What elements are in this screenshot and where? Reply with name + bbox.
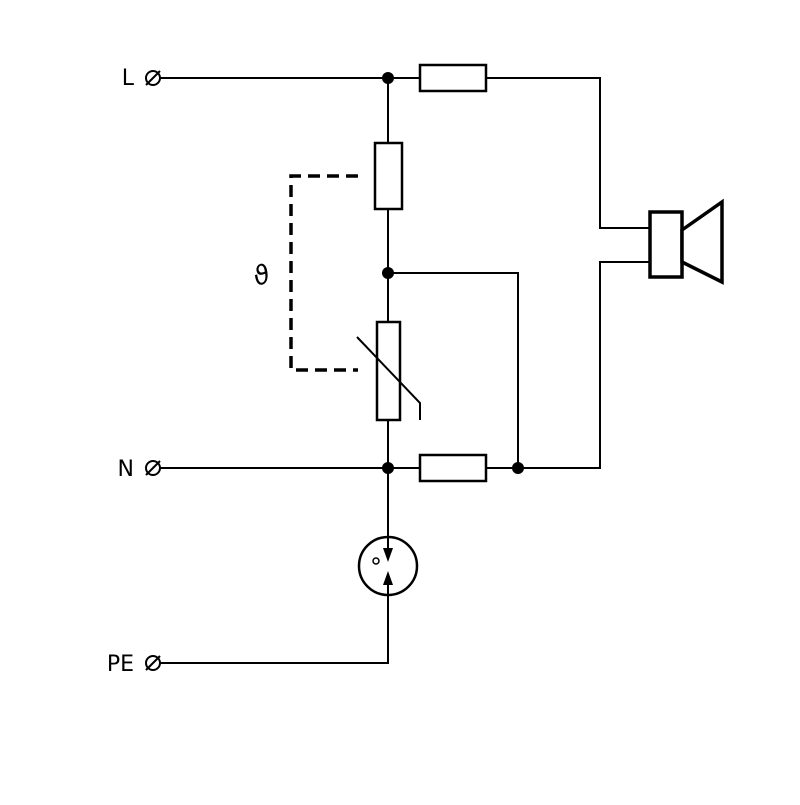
resistor-top	[418, 63, 488, 93]
wire-l-to-speaker	[486, 77, 650, 229]
wires	[160, 77, 650, 664]
terminal-label-pe: PE	[107, 652, 134, 677]
terminal-symbol-pe	[145, 655, 161, 671]
junction-dot	[382, 267, 394, 279]
terminal-label-n: N	[118, 457, 134, 482]
wire-midpoint-tap	[388, 272, 519, 468]
junction-dot	[512, 462, 524, 474]
arrow-up-icon	[383, 571, 393, 585]
terminal-symbol-l	[145, 70, 161, 86]
thermal-coupling-line	[289, 174, 358, 372]
junction-dot	[382, 462, 394, 474]
wire-pe	[160, 575, 389, 664]
theta-symbol: ϑ	[249, 259, 274, 293]
residual-current-device	[357, 535, 419, 597]
rcd-contact-dot	[372, 557, 380, 565]
wire-n-to-speaker	[486, 261, 650, 469]
junctions	[382, 72, 524, 474]
terminal-symbol-n	[145, 460, 161, 476]
speaker-icon	[648, 198, 724, 285]
resistor-bottom	[418, 453, 488, 483]
fuse-element	[373, 141, 404, 211]
thermistor	[356, 320, 421, 422]
terminal-label-l: L	[122, 66, 135, 91]
junction-dot	[382, 72, 394, 84]
arrow-down-icon	[383, 548, 393, 562]
